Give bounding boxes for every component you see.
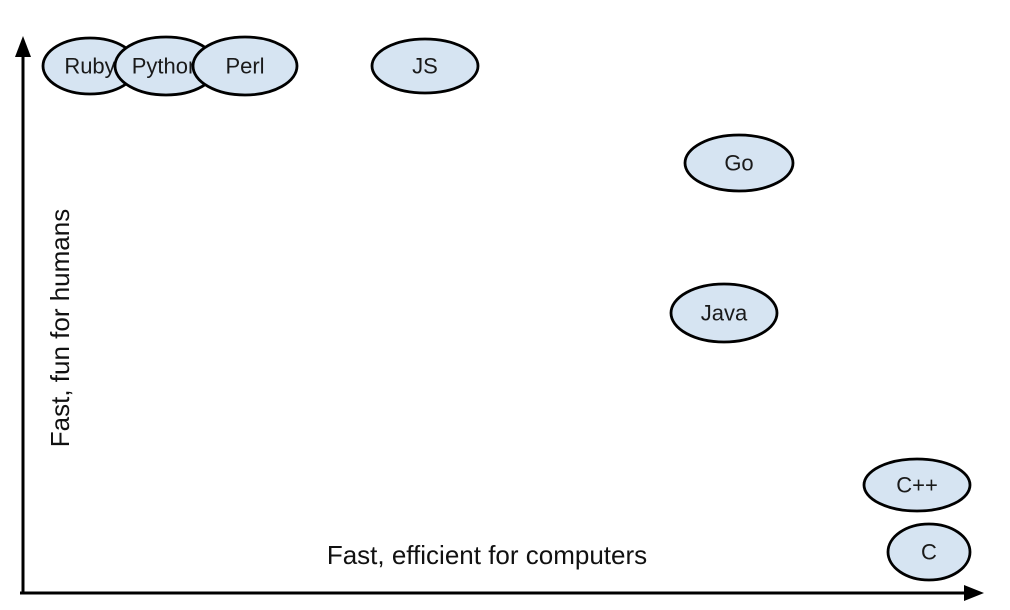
go-label: Go [724,151,753,176]
python-label: Python [132,54,201,79]
node-ruby: Ruby [41,36,139,96]
node-cpp: C++ [862,457,972,513]
node-js: JS [370,37,480,95]
x-axis-arrowhead-icon [964,585,984,601]
perl-ellipse [191,35,299,97]
js-ellipse [370,37,480,95]
java-ellipse [669,282,779,344]
node-java: Java [669,282,779,344]
y-axis-arrowhead-icon [15,36,31,57]
go-ellipse [683,133,795,193]
perl-label: Perl [225,54,264,79]
c-label: C [921,540,937,565]
node-perl: Perl [191,35,299,97]
java-label: Java [701,301,748,326]
x-axis-label: Fast, efficient for computers [327,540,647,570]
y-axis-label: Fast, fun for humans [45,209,75,447]
cpp-ellipse [862,457,972,513]
ruby-label: Ruby [64,54,115,79]
js-label: JS [412,54,438,79]
node-go: Go [683,133,795,193]
c-ellipse [886,522,972,582]
cpp-label: C++ [896,473,938,498]
node-c: C [886,522,972,582]
